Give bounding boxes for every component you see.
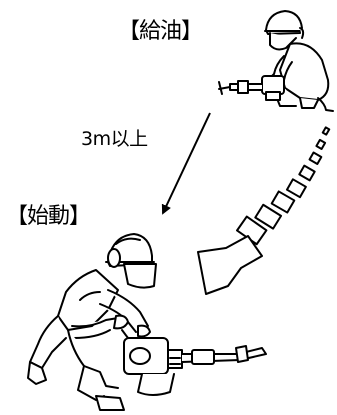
worker-refueling-icon — [219, 11, 333, 111]
start-label: 【始動】 — [6, 204, 91, 229]
thin-arrow-icon — [161, 113, 210, 215]
distance-label: 3m以上 — [81, 128, 148, 150]
worker-starting-engine-icon — [28, 234, 266, 410]
dashed-hollow-arrow-icon — [198, 127, 329, 294]
refuel-label: 【給油】 — [118, 19, 203, 44]
